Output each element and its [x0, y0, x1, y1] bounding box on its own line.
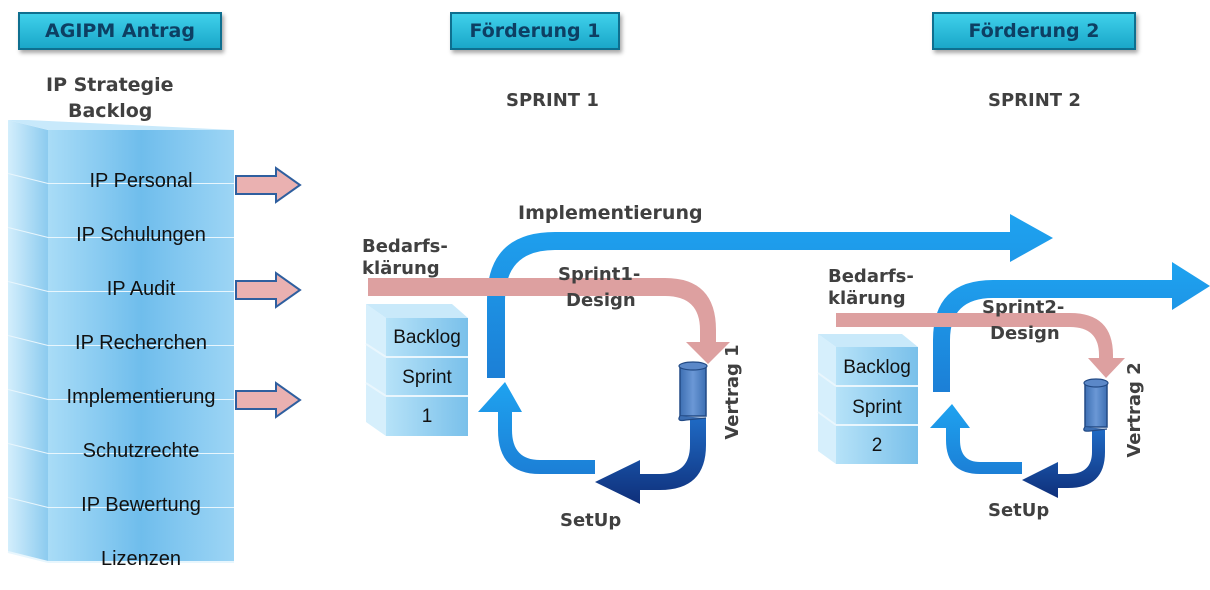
arrow-ip-audit: [235, 271, 302, 309]
backlog-item-ip-personal: IP Personal: [89, 169, 193, 192]
header-agipm-antrag: AGIPM Antrag: [18, 12, 222, 50]
sprint1-title: SPRINT 1: [506, 90, 599, 111]
sprint2-box-number: 2: [871, 435, 883, 456]
sprint1-box-number: 1: [421, 406, 433, 427]
backlog-block: [48, 400, 234, 454]
backlog-title-line1: IP Strategie: [46, 74, 174, 96]
backlog-block-side: [8, 444, 48, 508]
sprint1-vertrag-label: Vertrag 1: [722, 344, 743, 439]
backlog-item-ip-bewertung: IP Bewertung: [81, 493, 201, 516]
backlog-item-lizenzen: Lizenzen: [100, 547, 182, 570]
sprint2-box-sprint: Sprint: [852, 397, 902, 418]
sprint2-design-line2: Design: [990, 323, 1060, 344]
backlog-block-side: [8, 282, 48, 346]
backlog-item-ip-recherchen: IP Recherchen: [75, 331, 207, 354]
backlog-block-side: [8, 336, 48, 400]
backlog-block: [48, 238, 234, 292]
arrow-implementierung: [235, 381, 302, 419]
sprint2-implementierung-arrow: [933, 262, 1210, 392]
backlog-block-side: [8, 498, 48, 562]
sprint1-bedarf-line1: Bedarfs-: [362, 236, 448, 257]
backlog-item-ip-schulungen: IP Schulungen: [76, 223, 206, 246]
backlog-block: [48, 508, 234, 562]
sprint1-implementierung-arrow: [487, 214, 1053, 378]
sprint2-vertrag-label: Vertrag 2: [1124, 362, 1145, 457]
backlog-title-line2: Backlog: [68, 100, 153, 122]
sprint1-setup-arrow: [478, 382, 595, 474]
backlog-item-schutzrechte: Schutzrechte: [82, 439, 200, 462]
backlog-block-side: [8, 228, 48, 292]
sprint2-backlog-cube: [817, 334, 918, 464]
backlog-stack-graphic: [7, 120, 234, 563]
sprint2-setup-arrow: [930, 404, 1022, 474]
backlog-block: [48, 184, 234, 238]
sprint2-title: SPRINT 2: [988, 90, 1081, 111]
sprint2-vertrag-return-arrow: [1022, 430, 1105, 498]
backlog-block: [48, 346, 234, 400]
sprint1-implementierung-label: Implementierung: [518, 202, 703, 224]
arrow-ip-personal: [235, 166, 302, 204]
sprint2-design-arrow: [836, 313, 1125, 378]
sprint2-bedarf-line1: Bedarfs-: [828, 266, 914, 287]
sprint2-setup-label: SetUp: [988, 500, 1050, 521]
sprint2-bedarf-line2: klärung: [828, 288, 906, 309]
backlog-block-edge: [7, 551, 49, 563]
backlog-item-ip-audit: IP Audit: [106, 277, 176, 300]
backlog-block-side: [8, 174, 48, 238]
backlog-block: [48, 292, 234, 346]
sprint1-design-arrow: [368, 278, 730, 364]
sprint2-vertrag-scroll-icon: [1083, 378, 1109, 432]
header-foerderung-1: Förderung 1: [450, 12, 620, 50]
sprint1-setup-label: SetUp: [560, 510, 622, 531]
sprint2-box-backlog: Backlog: [843, 357, 911, 378]
sprint1-vertrag-return-arrow: [595, 418, 706, 504]
backlog-item-implementierung: Implementierung: [66, 385, 216, 408]
sprint1-design-line2: Design: [566, 290, 636, 311]
backlog-block: [48, 454, 234, 508]
sprint1-backlog-cube: [365, 304, 468, 436]
sprint1-bedarf-line2: klärung: [362, 258, 440, 279]
backlog-block-side: [8, 390, 48, 454]
sprint2-design-line1: Sprint2-: [982, 297, 1065, 318]
backlog-block-side: [8, 120, 48, 184]
header-foerderung-2: Förderung 2: [932, 12, 1136, 50]
sprint1-box-sprint: Sprint: [402, 367, 452, 388]
backlog-block: [48, 130, 234, 184]
sprint1-vertrag-scroll-icon: [678, 361, 708, 422]
sprint1-box-backlog: Backlog: [393, 327, 461, 348]
backlog-stack-top: [8, 120, 234, 130]
sprint1-design-line1: Sprint1-: [558, 264, 641, 285]
